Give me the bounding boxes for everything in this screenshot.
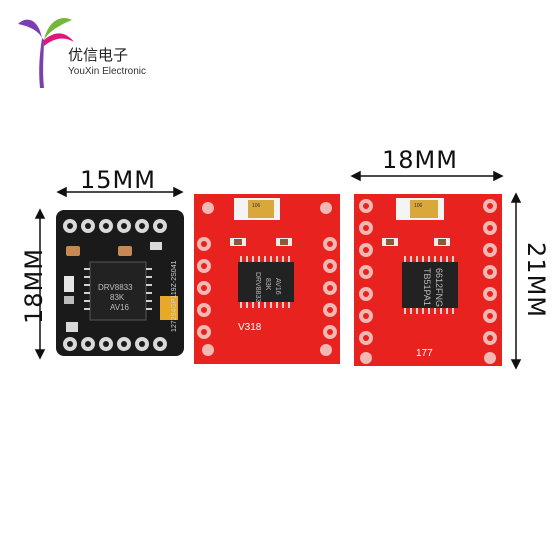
black-chip-text-3: AV16	[110, 303, 130, 312]
right-width-label: 18MM	[382, 146, 458, 174]
middle-chip-text-3: AV16	[274, 278, 281, 295]
right-cap-text: 106	[414, 203, 423, 209]
right-chip-text-2: 6612FNG	[434, 268, 444, 307]
brand-name-en: YouXin Electronic	[68, 66, 147, 77]
middle-chip-text-2: 83K	[264, 278, 271, 291]
black-chip-text-1: DRV8833	[98, 283, 133, 292]
middle-chip-text-1: DRV8833	[254, 272, 261, 302]
red-board-right: 106 TB51PA1 6612FNG 177	[354, 194, 502, 366]
black-chip-text-2: 83K	[110, 293, 125, 302]
red-board-middle: 106 DRV8833 83K AV16 V318	[194, 194, 340, 364]
right-chip-text-1: TB51PA1	[422, 268, 432, 306]
middle-cap-text: 106	[252, 203, 261, 209]
right-number-text: 177	[416, 348, 433, 359]
brand-logo	[12, 12, 152, 92]
middle-version-text: V318	[238, 322, 262, 333]
left-width-label: 15MM	[80, 166, 156, 194]
brand-name-cn: 优信电子	[68, 46, 129, 64]
black-board: DRV8833 83K AV16 127294GP119Z-2S041	[56, 210, 184, 356]
black-side-text: 127294GP119Z-2S041	[171, 260, 178, 332]
